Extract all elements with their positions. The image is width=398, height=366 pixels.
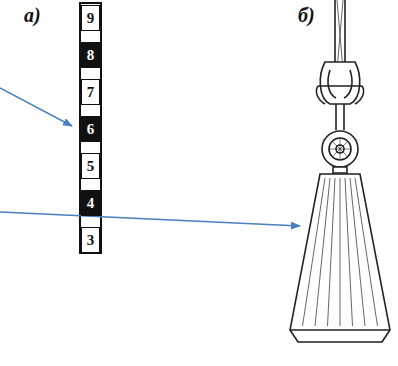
staff-number: 5	[81, 153, 100, 179]
pointer-arrow	[0, 88, 300, 226]
staff-number: 4	[81, 190, 100, 216]
staff-number: 7	[81, 79, 100, 105]
levelling-staff	[80, 3, 101, 253]
part-label: б)	[298, 4, 315, 27]
staff-number: 8	[81, 42, 100, 68]
staff-number: 9	[81, 5, 100, 31]
staff-number: 6	[81, 116, 100, 142]
part-label: а)	[24, 4, 41, 27]
staff-number: 3	[81, 227, 100, 253]
plumb-bob	[290, 0, 390, 342]
